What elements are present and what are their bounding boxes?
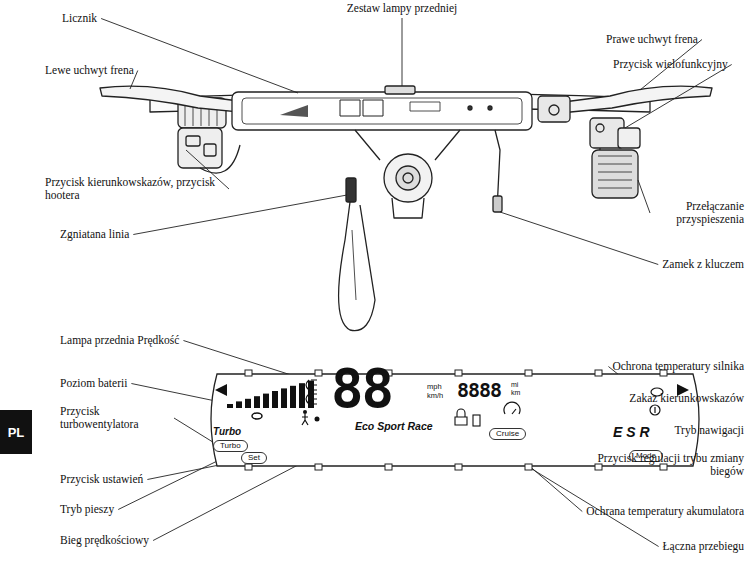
headlight-icon	[306, 394, 317, 404]
node-text: Set	[248, 453, 260, 462]
leader-line	[133, 195, 347, 235]
panel-tab	[315, 370, 322, 376]
battery-bar	[263, 394, 269, 408]
callout-label: Bieg prędkościowy	[60, 534, 149, 547]
panel-tab	[595, 464, 602, 470]
motor-temp-icon	[654, 407, 655, 413]
callout-label: Tryb pieszy	[60, 503, 114, 516]
battery-bar	[299, 383, 305, 408]
callout-label: Łączna przebiegu	[663, 540, 744, 553]
turbo-icon	[252, 413, 262, 419]
leader-line	[101, 19, 298, 94]
leader-line	[174, 418, 216, 444]
node-text: Turbo	[220, 441, 241, 450]
panel-text: Eco Sport Race	[355, 420, 433, 432]
walk-icon	[303, 410, 307, 414]
battery-bar	[245, 399, 251, 408]
panel-tab	[455, 370, 462, 376]
callout-label: Lewe uchwyt frena	[45, 64, 134, 77]
node-text: Cruise	[496, 429, 519, 438]
callout-label: Lampa przednia Prędkość	[60, 334, 179, 347]
leader-line	[625, 65, 732, 129]
callout-label: Przycisk wielofunkcyjny	[613, 58, 728, 71]
callout-label: Zamek z kluczem	[662, 258, 744, 271]
panel-text: 8888	[457, 379, 501, 401]
battery-temp-icon	[473, 415, 480, 426]
callout-label: Przełączanie przyspieszenia	[654, 200, 744, 226]
battery-bar	[227, 404, 233, 408]
language-tab: PL	[0, 410, 32, 454]
battery-bar	[254, 396, 260, 408]
panel-tab	[595, 370, 602, 376]
left-turn-arrow	[215, 384, 227, 396]
leader-line	[638, 180, 650, 213]
panel-text: E S R	[613, 424, 650, 440]
node-text: PL	[8, 425, 25, 440]
walk-icon	[302, 414, 308, 425]
callout-label: Licznik	[62, 12, 97, 25]
headlight-icon	[306, 380, 317, 390]
panel-tab	[385, 464, 392, 470]
panel-tab	[315, 464, 322, 470]
callout-label: Ochrona temperatury silnika	[612, 360, 744, 373]
battery-bar	[236, 401, 242, 408]
turbo-button: Turbo	[213, 440, 248, 452]
panel-tab	[525, 370, 532, 376]
battery-bar	[281, 388, 287, 408]
panel-tab	[455, 464, 462, 470]
callout-label: Ochrana temperatury akumulatora	[586, 505, 744, 518]
panel-tab	[525, 464, 532, 470]
callout-label: Przycisk ustawień	[60, 473, 143, 486]
callout-label: Przycisk turbowentylatora	[60, 405, 170, 431]
panel-tab	[245, 370, 252, 376]
cruise-button: Cruise	[489, 428, 526, 440]
callout-label: Tryb nawigacji	[674, 424, 744, 437]
callout-label: Przycisk regulacji trybu zmiany biegów	[594, 452, 744, 478]
callout-label: Prawe uchwyt frena	[606, 33, 698, 46]
leader-line	[402, 18, 403, 86]
callout-label: Przycisk kierunkowskazów, przycisk hoote…	[45, 176, 225, 202]
panel-tab	[660, 464, 667, 470]
motor-temp-icon	[650, 405, 660, 415]
gear-dot	[315, 417, 320, 422]
callout-label: Zestaw lampy przedniej	[347, 2, 458, 15]
panel-text: Turbo	[213, 426, 241, 437]
callout-label: Zakaz kierunkowskazów	[629, 392, 744, 405]
panel-text: mi km	[511, 381, 525, 397]
callout-label: Zgniatana linia	[60, 228, 129, 241]
cruise-icon	[504, 402, 520, 414]
battery-bar	[272, 391, 278, 408]
battery-bar	[290, 386, 296, 408]
leader-line	[500, 212, 658, 265]
callout-label: Poziom baterii	[60, 377, 127, 390]
panel-tab	[245, 464, 252, 470]
set-button: Set	[241, 452, 267, 464]
panel-text: 88	[331, 360, 392, 418]
lock-icon	[455, 409, 467, 425]
panel-text: mph km/h	[427, 382, 449, 400]
